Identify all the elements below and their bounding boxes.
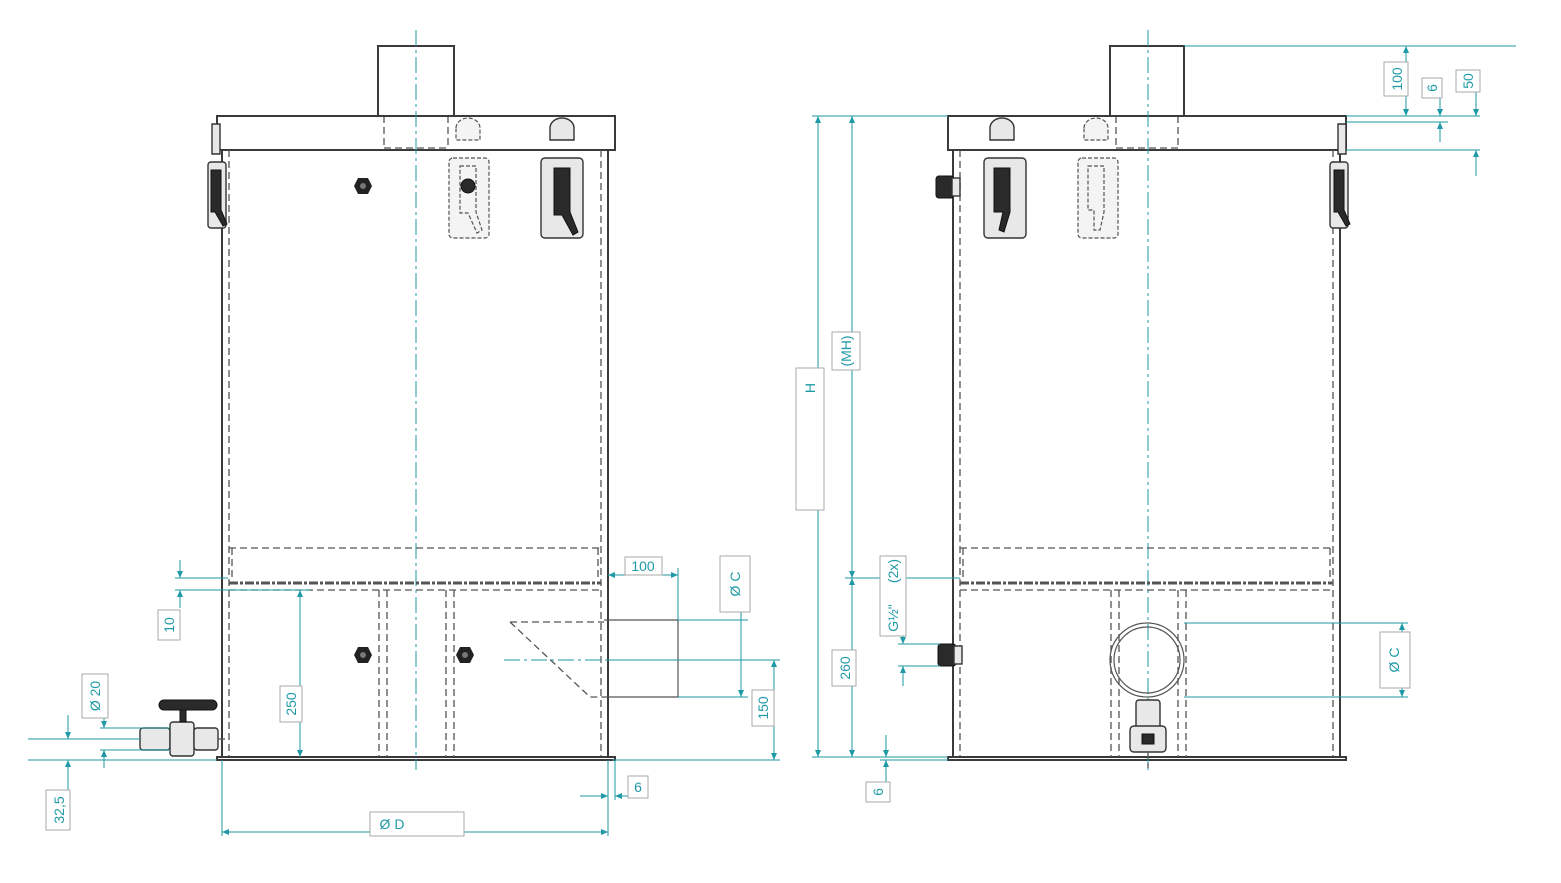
dim-6-bottom-right: 6 [870, 788, 886, 796]
latch-clamp-hidden-icon [448, 117, 490, 239]
dim-h: H [802, 383, 818, 393]
ball-valve-icon [1129, 699, 1167, 768]
dim-32-5: 32,5 [51, 796, 67, 823]
bottom-plate [947, 756, 1347, 761]
latch-clamp-icon [983, 117, 1027, 239]
dim-dia-20: Ø 20 [87, 681, 103, 712]
dim-100-outlet: 100 [631, 558, 655, 574]
tank-wall [952, 150, 1341, 757]
dim-dia-c-right: Ø C [1386, 648, 1402, 673]
dim-mh: (MH) [838, 335, 854, 366]
dim-250: 250 [283, 692, 299, 716]
threaded-fitting-icon [935, 175, 961, 199]
latch-clamp-hidden-icon [1077, 117, 1119, 239]
side-view: H (MH) 260 (2x) G½" 6 Ø C 100 [795, 30, 1516, 803]
dim-dia-d: Ø D [380, 816, 405, 832]
dim-6-top: 6 [1424, 84, 1440, 92]
latch-clamp-icon [540, 117, 584, 239]
dim-10: 10 [161, 617, 177, 633]
dim-100-top: 100 [1389, 67, 1405, 91]
tank-wall [221, 150, 609, 757]
latch-clamp-icon [1329, 123, 1351, 229]
outlet-pipe [504, 619, 780, 698]
dim-g-half: G½" [885, 604, 901, 632]
latch-clamp-icon [207, 123, 228, 229]
dim-6-bottom-left: 6 [634, 779, 642, 795]
top-nozzle [1109, 45, 1185, 117]
dim-150: 150 [755, 696, 771, 720]
dim-50-top: 50 [1460, 73, 1476, 89]
threaded-fitting-icon [937, 643, 963, 667]
outlet-circle [1109, 622, 1185, 698]
front-view: 100 Ø C 150 10 250 Ø 20 32,5 [28, 30, 780, 837]
dim-dia-c-left: Ø C [727, 572, 743, 597]
dim-260: 260 [837, 656, 853, 680]
dim-2x: (2x) [885, 559, 901, 583]
